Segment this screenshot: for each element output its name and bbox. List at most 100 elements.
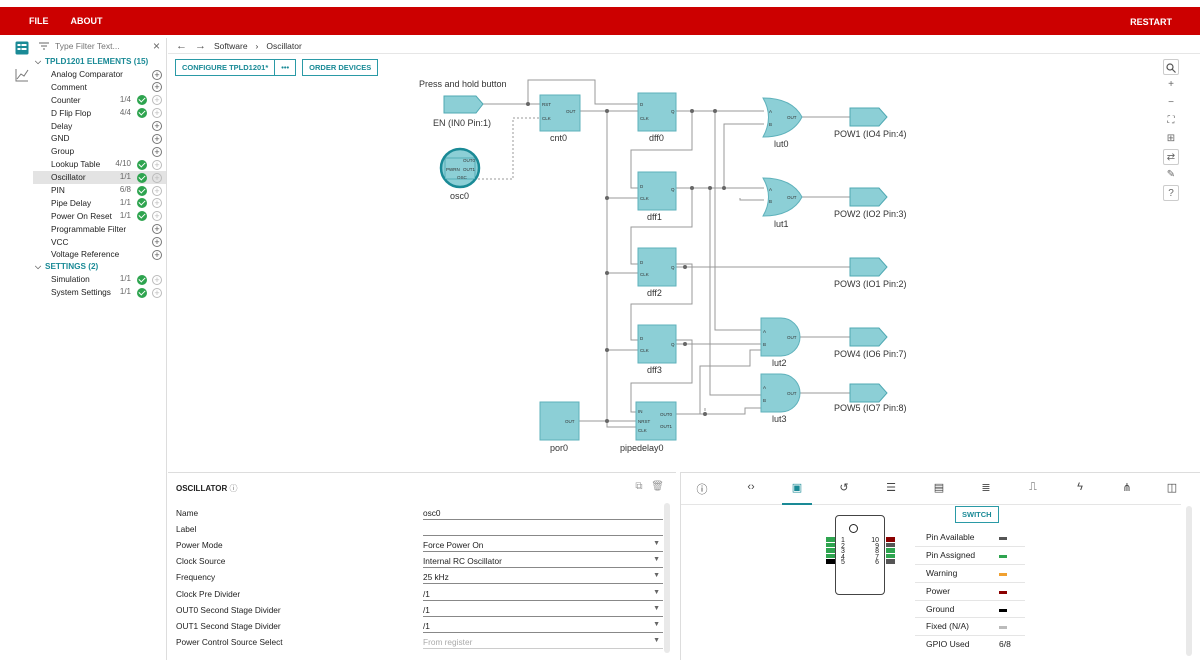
add-icon[interactable]: +	[152, 95, 162, 106]
forward-arrow-icon[interactable]: →	[195, 39, 206, 52]
properties-scrollbar[interactable]	[664, 503, 670, 653]
back-arrow-icon[interactable]: ←	[176, 39, 187, 52]
tab-settings[interactable]: ☰	[886, 482, 896, 494]
tree-item-6[interactable]: Group+	[33, 145, 166, 158]
property-input[interactable]: osc0	[423, 506, 663, 520]
tree-item-13[interactable]: VCC+	[33, 236, 166, 249]
en-input-pin[interactable]	[443, 95, 484, 114]
property-select[interactable]: Internal RC Oscillator▼	[423, 554, 663, 569]
tab-history[interactable]: ↺	[839, 482, 849, 494]
pinout-scrollbar[interactable]	[1186, 506, 1192, 656]
add-icon[interactable]: +	[152, 287, 162, 298]
add-icon[interactable]: +	[152, 82, 162, 93]
property-input[interactable]	[423, 522, 663, 537]
add-icon[interactable]: +	[152, 249, 162, 260]
chip-pin-4[interactable]	[826, 553, 835, 558]
add-icon[interactable]: +	[152, 274, 162, 285]
add-icon[interactable]: +	[152, 198, 162, 209]
dff3-block[interactable]: D CLK Q	[637, 324, 677, 364]
more-options-button[interactable]: •••	[274, 60, 295, 75]
lut0-block[interactable]: A B OUT	[762, 97, 803, 138]
chip-pin-1[interactable]	[826, 537, 835, 542]
tree-group-settings[interactable]: ⌵SETTINGS (2)	[33, 261, 166, 273]
chip-pin-6[interactable]	[886, 559, 895, 564]
dff0-block[interactable]: D CLK Q	[637, 92, 677, 132]
info-icon[interactable]: ⓘ	[229, 484, 238, 493]
filter-input[interactable]	[55, 41, 145, 51]
add-icon[interactable]: +	[152, 224, 162, 235]
zoom-in-icon[interactable]: +	[1168, 79, 1174, 90]
add-icon[interactable]: +	[152, 133, 162, 144]
property-select[interactable]: /1▼	[423, 603, 663, 617]
tab-registers[interactable]: ≣	[981, 482, 991, 494]
tab-pinout[interactable]: ▣	[782, 481, 812, 505]
delete-icon[interactable]: 🗑	[651, 481, 664, 492]
por0-block[interactable]: OUT	[539, 401, 580, 441]
chart-view-icon[interactable]	[15, 68, 29, 82]
auto-layout-icon[interactable]: ⊞	[1166, 133, 1176, 144]
pow4-output-pin[interactable]	[849, 327, 888, 347]
configure-device-button[interactable]: CONFIGURE TPLD1201*	[182, 63, 269, 72]
pow2-output-pin[interactable]	[849, 187, 888, 207]
property-select[interactable]: /1▼	[423, 619, 663, 633]
tree-group-elements[interactable]: ⌵TPLD1201 ELEMENTS (15)	[33, 56, 166, 68]
chip-pin-7[interactable]	[886, 553, 895, 558]
cnt0-block[interactable]: RST CLK OUT	[539, 94, 581, 132]
pipedelay0-block[interactable]: IN NRST CLK OUT0 OUT1	[635, 401, 677, 441]
order-devices-button[interactable]: ORDER DEVICES	[302, 59, 379, 76]
tab-panel-toggle[interactable]: ◫	[1166, 482, 1178, 494]
route-wires-icon[interactable]: ⇄	[1163, 149, 1179, 165]
add-icon[interactable]: +	[152, 108, 162, 119]
copy-icon[interactable]: ⧉	[635, 481, 643, 492]
tab-network[interactable]: ⋔	[1122, 482, 1132, 494]
schematic-canvas[interactable]: Press and hold button EN (IN0 Pin:1) PWR…	[168, 54, 1158, 470]
chip-pin-10[interactable]	[886, 537, 895, 542]
chip-pin-8[interactable]	[886, 548, 895, 553]
dff1-block[interactable]: D CLK Q	[637, 171, 677, 211]
add-icon[interactable]: +	[152, 185, 162, 196]
tree-item-5[interactable]: GND+	[33, 132, 166, 145]
property-select[interactable]: Force Power On▼	[423, 538, 663, 553]
chip-pin-5[interactable]	[826, 559, 835, 564]
lut2-block[interactable]: A B OUT	[760, 317, 801, 357]
add-icon[interactable]: +	[152, 172, 162, 183]
chip-pin-9[interactable]	[886, 542, 895, 547]
fit-view-icon[interactable]: ⛶	[1167, 115, 1175, 126]
add-icon[interactable]: +	[152, 69, 162, 80]
add-icon[interactable]: +	[152, 211, 162, 222]
add-icon[interactable]: +	[152, 237, 162, 248]
components-view-icon[interactable]	[15, 41, 29, 55]
search-icon[interactable]	[1163, 59, 1179, 75]
chip-pin-3[interactable]	[826, 548, 835, 553]
pow3-output-pin[interactable]	[849, 257, 888, 277]
tree-item-1[interactable]: Comment+	[33, 81, 166, 94]
osc0-block[interactable]: PWRN OUT0 OUT1 OSC	[439, 147, 481, 189]
tree-item-12[interactable]: Programmable Filter+	[33, 223, 166, 236]
chip-pin-2[interactable]	[826, 542, 835, 547]
zoom-out-icon[interactable]: −	[1168, 97, 1174, 108]
tab-info[interactable]: ⓘ	[696, 484, 708, 496]
add-icon[interactable]: +	[152, 159, 162, 170]
tree-item-4[interactable]: Delay+	[33, 120, 166, 133]
add-icon[interactable]: +	[152, 146, 162, 157]
help-icon[interactable]: ?	[1163, 185, 1179, 201]
property-select[interactable]: From register▼	[423, 635, 663, 649]
close-icon[interactable]: ×	[152, 39, 160, 53]
tab-code[interactable]: ‹›	[747, 481, 755, 493]
restart-button[interactable]: RESTART	[1130, 17, 1172, 27]
tab-power[interactable]: ϟ	[1077, 481, 1083, 493]
file-menu[interactable]: FILE	[29, 16, 49, 26]
property-select[interactable]: /1▼	[423, 587, 663, 601]
switch-button[interactable]: SWITCH	[955, 506, 999, 523]
breadcrumb-software[interactable]: Software	[214, 40, 248, 51]
dff2-block[interactable]: D CLK Q	[637, 247, 677, 287]
tab-document[interactable]: ▤	[933, 482, 945, 494]
pow1-output-pin[interactable]	[849, 107, 888, 127]
tree-item-14[interactable]: Voltage Reference+	[33, 248, 166, 261]
